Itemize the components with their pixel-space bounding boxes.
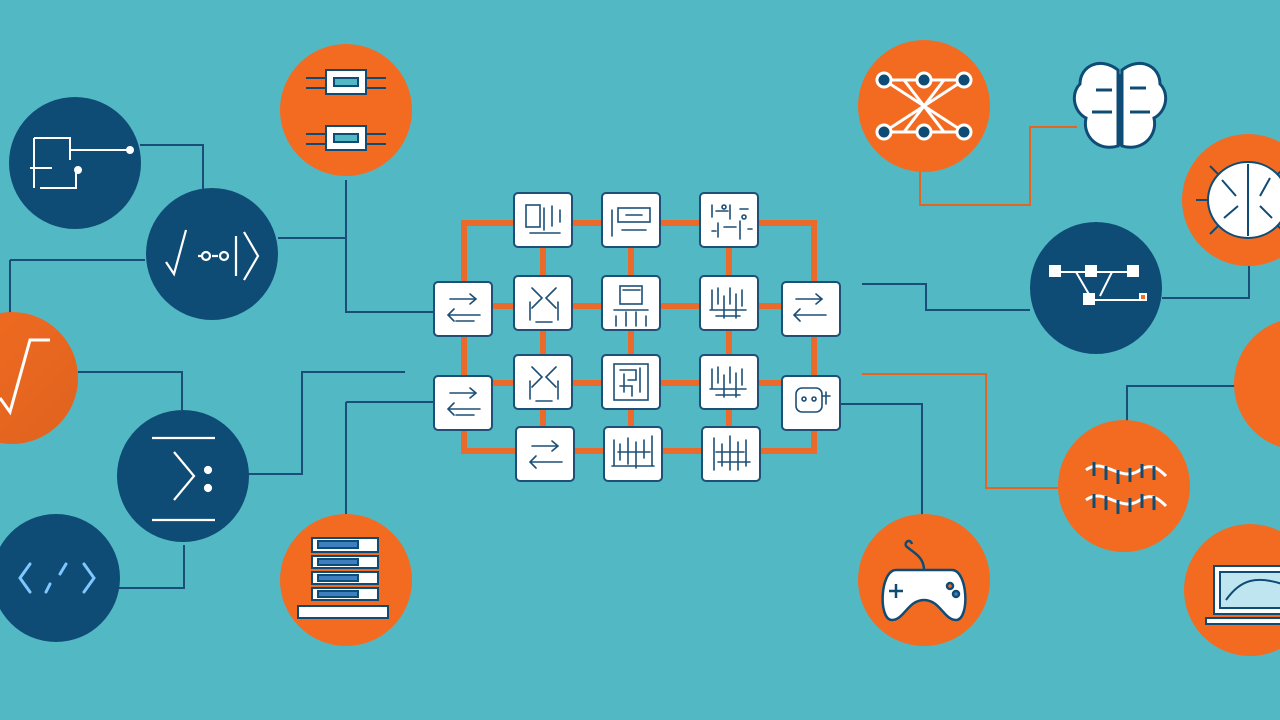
circuit-split-icon bbox=[709, 287, 747, 319]
square-root-icon bbox=[0, 338, 50, 416]
connector-lines bbox=[9, 144, 1250, 589]
brain-node bbox=[1072, 62, 1168, 149]
connector-line bbox=[919, 126, 1077, 206]
laptop-node bbox=[1184, 524, 1280, 656]
grid-tile bbox=[781, 281, 841, 337]
data-flow-icon bbox=[446, 293, 481, 322]
grid-tile bbox=[699, 192, 759, 248]
robot-head-icon bbox=[795, 387, 831, 413]
brain-circuit-icon bbox=[1196, 161, 1280, 239]
neural-network-node bbox=[858, 40, 990, 172]
sum-icon bbox=[152, 436, 215, 522]
grid-tile bbox=[515, 426, 575, 482]
circuit-board-icon bbox=[613, 363, 649, 401]
grid-tile bbox=[701, 426, 761, 482]
grid-tile bbox=[601, 354, 661, 410]
grid-tile bbox=[513, 192, 573, 248]
terminal-window-icon bbox=[611, 207, 651, 237]
network-nodes-icon bbox=[1049, 265, 1147, 305]
circuit-wide-icon bbox=[611, 435, 655, 469]
circuit-split-icon bbox=[709, 366, 747, 398]
connector-line bbox=[862, 283, 1030, 311]
circuit-tall-icon bbox=[713, 435, 751, 471]
circuit-pattern-icon bbox=[711, 204, 753, 240]
square-root-node bbox=[0, 312, 78, 444]
grid-tile bbox=[781, 375, 841, 431]
split-arrows-icon bbox=[529, 287, 559, 323]
chip-icon bbox=[613, 285, 649, 327]
dna-helix-node bbox=[1058, 420, 1190, 552]
connector-line bbox=[248, 371, 405, 475]
grid-tile bbox=[603, 426, 663, 482]
server-stack-icon bbox=[297, 537, 389, 619]
code-node bbox=[0, 514, 120, 642]
grid-tile bbox=[699, 275, 759, 331]
circle-nodes bbox=[0, 40, 1280, 656]
gamepad-icon bbox=[881, 539, 967, 622]
summation-node bbox=[117, 410, 249, 542]
laptop-icon bbox=[1205, 565, 1280, 625]
edge-partial-node bbox=[1234, 321, 1280, 447]
connector-line bbox=[278, 237, 434, 313]
grid-tile bbox=[699, 354, 759, 410]
flowchart-icon bbox=[525, 204, 561, 234]
connector-line bbox=[1162, 262, 1250, 299]
logic-flow-node bbox=[9, 97, 141, 229]
connector-lines-orange bbox=[862, 126, 1077, 489]
code-brackets-icon bbox=[18, 562, 96, 594]
hardware-components-node bbox=[280, 44, 412, 176]
grid-tile bbox=[601, 275, 661, 331]
brain-circuit-node bbox=[1182, 134, 1280, 266]
dna-helix-icon bbox=[1085, 462, 1168, 514]
central-circuit-grid bbox=[433, 192, 841, 482]
connector-line bbox=[78, 371, 183, 410]
network-nodes-node bbox=[1030, 222, 1162, 354]
grid-tile bbox=[433, 375, 493, 431]
connector-line bbox=[140, 144, 204, 190]
grid-tile bbox=[601, 192, 661, 248]
grid-tile bbox=[433, 281, 493, 337]
tile-glyphs bbox=[446, 204, 831, 471]
brain-icon bbox=[1072, 62, 1168, 149]
gamepad-node bbox=[858, 514, 990, 646]
grid-tiles bbox=[433, 192, 841, 482]
server-stack-node bbox=[280, 514, 412, 646]
connector-line bbox=[118, 545, 185, 589]
logic-flow-icon bbox=[30, 137, 134, 189]
math-symbols-node bbox=[146, 188, 278, 320]
neural-network-icon bbox=[875, 71, 973, 141]
component-chip-icon bbox=[306, 69, 386, 151]
connector-line bbox=[862, 373, 1060, 489]
data-flow-icon bbox=[528, 440, 563, 469]
connector-line bbox=[840, 403, 923, 520]
data-flow-icon bbox=[446, 387, 481, 416]
math-bracket-icon bbox=[165, 229, 260, 281]
data-flow-icon bbox=[792, 293, 827, 322]
connector-line bbox=[1126, 385, 1240, 422]
grid-wires bbox=[461, 220, 817, 454]
split-arrows-icon bbox=[529, 366, 559, 402]
